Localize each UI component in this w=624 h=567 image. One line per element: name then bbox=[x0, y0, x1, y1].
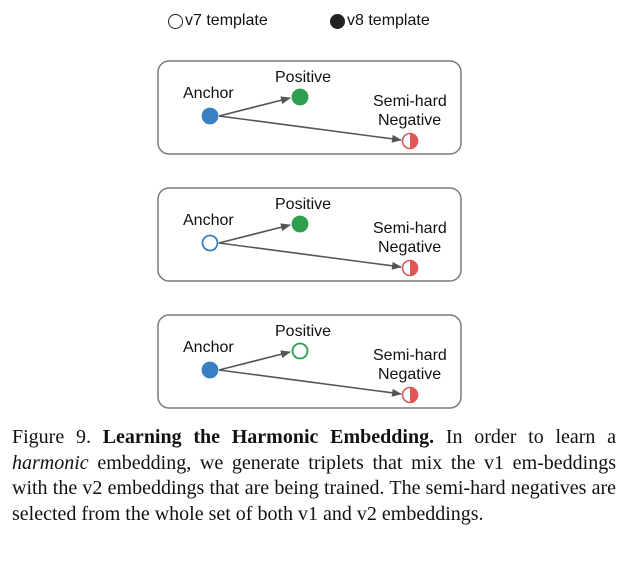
anchor-to-negative-arrow bbox=[218, 115, 402, 143]
anchor-circle-icon bbox=[201, 234, 219, 252]
panel-border bbox=[157, 187, 462, 282]
anchor-circle-icon bbox=[201, 107, 219, 125]
negative-label-line1: Semi-hard bbox=[373, 347, 447, 364]
caption-text-1: In order to learn a bbox=[445, 426, 617, 448]
positive-label: Positive bbox=[275, 323, 331, 340]
anchor-to-positive-arrow bbox=[218, 350, 291, 371]
legend-v8: v8 template bbox=[330, 12, 430, 30]
negative-label-line2: Negative bbox=[378, 112, 441, 129]
positive-circle-icon bbox=[291, 342, 309, 360]
negative-label-line1: Semi-hard bbox=[373, 220, 447, 237]
half-circle-negative-icon bbox=[401, 132, 419, 150]
legend-v7: v7 template bbox=[168, 12, 268, 30]
legend-v7-label: v7 template bbox=[185, 12, 268, 29]
legend-v8-label: v8 template bbox=[347, 12, 430, 29]
triplet-panel-1: Anchor Positive Semi-hard Negative bbox=[157, 60, 462, 156]
anchor-label: Anchor bbox=[183, 212, 234, 229]
filled-circle-icon bbox=[330, 13, 345, 29]
anchor-to-positive-arrow bbox=[218, 96, 291, 117]
anchor-label: Anchor bbox=[183, 339, 234, 356]
anchor-circle-icon bbox=[201, 361, 219, 379]
hollow-circle-icon bbox=[168, 13, 183, 29]
figure-title: Learning the Harmonic Embedding. bbox=[102, 426, 435, 448]
negative-label-line2: Negative bbox=[378, 239, 441, 256]
triplet-panel-3: Anchor Positive Semi-hard Negative bbox=[157, 314, 462, 410]
caption-italic-word: harmonic bbox=[12, 451, 89, 474]
positive-label: Positive bbox=[275, 69, 331, 86]
anchor-to-positive-arrow bbox=[218, 223, 291, 244]
half-circle-negative-icon bbox=[401, 259, 419, 277]
figure-caption: Figure 9. Learning the Harmonic Embeddin… bbox=[12, 425, 616, 527]
positive-node bbox=[291, 215, 309, 233]
figure-number: Figure 9. bbox=[12, 426, 91, 448]
anchor-node bbox=[201, 361, 219, 379]
positive-circle-icon bbox=[291, 88, 309, 106]
anchor-node bbox=[201, 234, 219, 252]
negative-label-line2: Negative bbox=[378, 366, 441, 383]
legend: v7 template v8 template bbox=[0, 12, 624, 36]
negative-label-line1: Semi-hard bbox=[373, 93, 447, 110]
anchor-node bbox=[201, 107, 219, 125]
positive-node bbox=[291, 342, 309, 360]
anchor-to-negative-arrow bbox=[218, 369, 402, 397]
caption-text-2: embedding, we generate triplets that mix… bbox=[12, 451, 616, 525]
positive-node bbox=[291, 88, 309, 106]
anchor-label: Anchor bbox=[183, 85, 234, 102]
triplet-panel-2: Anchor Positive Semi-hard Negative bbox=[157, 187, 462, 283]
positive-circle-icon bbox=[291, 215, 309, 233]
panel-border bbox=[157, 314, 462, 409]
half-circle-negative-icon bbox=[401, 386, 419, 404]
anchor-to-negative-arrow bbox=[218, 242, 402, 270]
panel-border bbox=[157, 60, 462, 155]
positive-label: Positive bbox=[275, 196, 331, 213]
